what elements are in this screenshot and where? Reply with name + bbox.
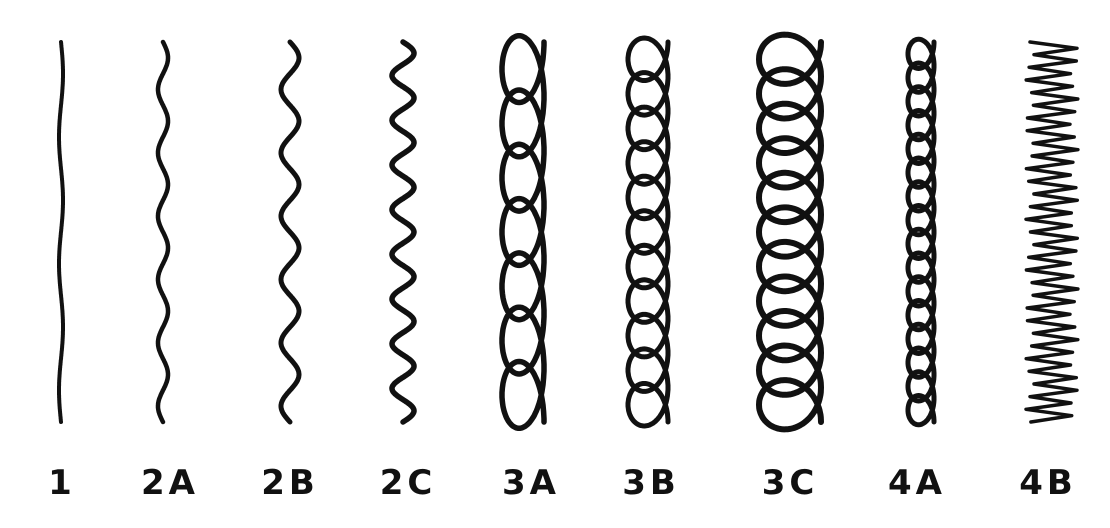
- label-type-2a: 2A: [141, 463, 199, 503]
- strand-1: [57, 40, 65, 424]
- label-type-4a: 4A: [888, 463, 946, 503]
- strand-3b: [625, 35, 671, 429]
- strand-2c: [389, 39, 417, 425]
- label-type-3c: 3C: [761, 463, 819, 503]
- strand-4b: [1024, 40, 1080, 424]
- strand-4a: [905, 36, 937, 428]
- strand-2a: [155, 39, 171, 425]
- strand-2b: [278, 39, 302, 425]
- label-type-4b: 4B: [1019, 463, 1077, 503]
- strand-3a: [499, 33, 547, 431]
- label-type-1: 1: [48, 463, 76, 503]
- label-type-3a: 3A: [502, 463, 560, 503]
- strand-3c: [756, 31, 824, 433]
- label-type-3b: 3B: [622, 463, 680, 503]
- label-type-2c: 2C: [379, 463, 437, 503]
- label-type-2b: 2B: [261, 463, 319, 503]
